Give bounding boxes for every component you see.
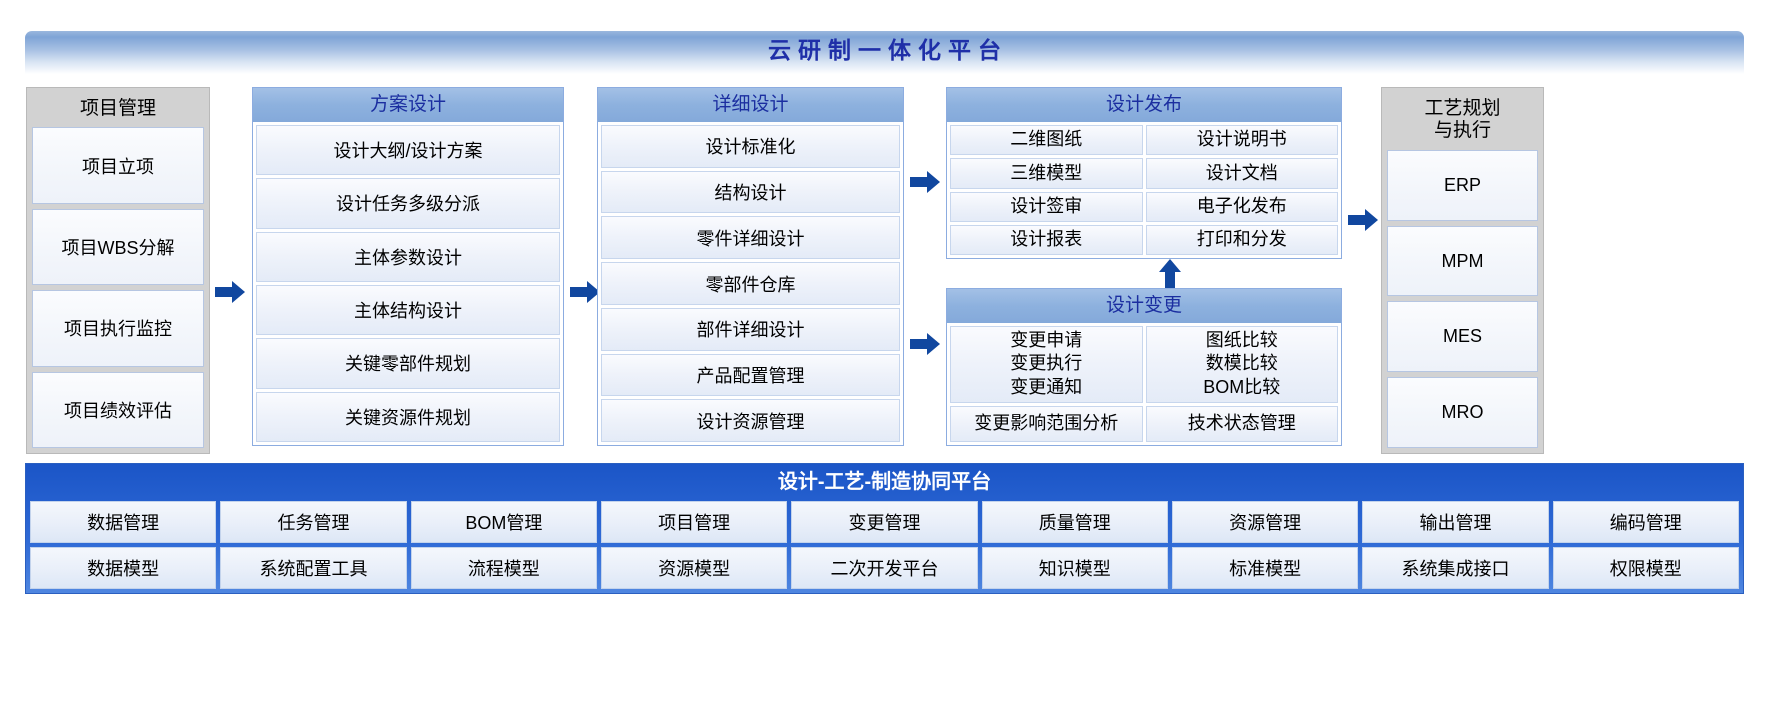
change-row: 变更影响范围分析 技术状态管理 xyxy=(950,405,1338,442)
item-parts-warehouse[interactable]: 零部件仓库 xyxy=(601,262,900,305)
top-banner: 云研制一体化平台 xyxy=(25,31,1744,74)
platform-cell-standard-model[interactable]: 标准模型 xyxy=(1171,547,1359,589)
item-main-parameter-design[interactable]: 主体参数设计 xyxy=(256,231,560,282)
item-main-structure-design[interactable]: 主体结构设计 xyxy=(256,284,560,336)
arrow-shaft xyxy=(1348,215,1366,225)
arrow-detail-to-release xyxy=(910,171,940,193)
platform-cell-system-integration[interactable]: 系统集成接口 xyxy=(1362,547,1549,589)
cell-design-review[interactable]: 设计签审 xyxy=(950,191,1143,222)
platform-cell-permission-model[interactable]: 权限模型 xyxy=(1552,547,1739,589)
platform-cell-coding-management[interactable]: 编码管理 xyxy=(1552,501,1739,543)
arrow-scheme-to-detail xyxy=(570,281,600,303)
platform-cell-resource-model[interactable]: 资源模型 xyxy=(600,547,788,589)
platform-cell-project-management[interactable]: 项目管理 xyxy=(600,501,788,543)
arrow-head xyxy=(927,333,940,355)
item-mro[interactable]: MRO xyxy=(1387,377,1538,448)
arrow-head xyxy=(232,281,245,303)
column-process-planning: 工艺规划 与执行 ERP MPM MES MRO xyxy=(1381,87,1544,454)
block-design-release-body: 二维图纸 设计说明书 三维模型 设计文档 设计签审 电子化发布 设计报表 打印和… xyxy=(947,122,1341,258)
platform-row-management: 数据管理 任务管理 BOM管理 项目管理 变更管理 质量管理 资源管理 输出管理… xyxy=(30,501,1739,543)
item-erp[interactable]: ERP xyxy=(1387,149,1538,221)
cell-change-request-execute-notify[interactable]: 变更申请 变更执行 变更通知 xyxy=(950,326,1143,403)
platform-title: 设计-工艺-制造协同平台 xyxy=(777,471,992,493)
arrow-head xyxy=(587,281,600,303)
release-row: 二维图纸 设计说明书 xyxy=(950,125,1338,156)
column-scheme-design-body: 设计大纲/设计方案 设计任务多级分派 主体参数设计 主体结构设计 关键零部件规划… xyxy=(253,122,563,445)
item-project-performance[interactable]: 项目绩效评估 xyxy=(32,371,204,449)
cell-electronic-release[interactable]: 电子化发布 xyxy=(1145,191,1338,222)
item-design-standardization[interactable]: 设计标准化 xyxy=(601,125,900,168)
cell-print-distribute[interactable]: 打印和分发 xyxy=(1145,224,1338,255)
item-mes[interactable]: MES xyxy=(1387,301,1538,373)
platform-cell-quality-management[interactable]: 质量管理 xyxy=(981,501,1168,543)
platform-cell-data-management[interactable]: 数据管理 xyxy=(30,501,217,543)
cell-2d-drawing[interactable]: 二维图纸 xyxy=(950,125,1143,156)
cell-design-specification[interactable]: 设计说明书 xyxy=(1145,125,1338,156)
platform-cell-bom-management[interactable]: BOM管理 xyxy=(410,501,597,543)
cell-3d-model[interactable]: 三维模型 xyxy=(950,158,1143,189)
column-scheme-design: 方案设计 设计大纲/设计方案 设计任务多级分派 主体参数设计 主体结构设计 关键… xyxy=(252,87,564,446)
arrow-shaft xyxy=(1165,271,1175,289)
arrow-detail-to-change xyxy=(910,333,940,355)
platform-cell-change-management[interactable]: 变更管理 xyxy=(791,501,978,543)
cell-design-document[interactable]: 设计文档 xyxy=(1145,158,1338,189)
platform-cell-resource-management[interactable]: 资源管理 xyxy=(1171,501,1359,543)
item-task-assignment[interactable]: 设计任务多级分派 xyxy=(256,178,560,229)
platform-cell-process-model[interactable]: 流程模型 xyxy=(410,547,597,589)
block-design-change-header: 设计变更 xyxy=(947,289,1341,323)
platform-cell-data-model[interactable]: 数据模型 xyxy=(30,547,217,589)
item-structure-design[interactable]: 结构设计 xyxy=(601,170,900,214)
item-mpm[interactable]: MPM xyxy=(1387,225,1538,297)
arrow-shaft xyxy=(570,287,588,297)
item-key-resource-planning[interactable]: 关键资源件规划 xyxy=(256,391,560,442)
platform-cell-secondary-dev[interactable]: 二次开发平台 xyxy=(791,547,978,589)
block-design-change-body: 变更申请 变更执行 变更通知 图纸比较 数模比较 BOM比较 变更影响范围分析 … xyxy=(947,323,1341,445)
column-project-management: 项目管理 项目立项 项目WBS分解 项目执行监控 项目绩效评估 xyxy=(26,87,210,454)
item-product-configuration[interactable]: 产品配置管理 xyxy=(601,353,900,397)
item-project-wbs[interactable]: 项目WBS分解 xyxy=(32,208,204,286)
arrow-project-to-scheme xyxy=(215,281,245,303)
platform-cell-knowledge-model[interactable]: 知识模型 xyxy=(981,547,1168,589)
cell-technical-state-management[interactable]: 技术状态管理 xyxy=(1145,405,1338,442)
arrow-head xyxy=(1159,259,1181,272)
release-row: 设计报表 打印和分发 xyxy=(950,224,1338,255)
block-design-release-header: 设计发布 xyxy=(947,88,1341,122)
arrow-shaft xyxy=(910,339,928,349)
arrow-shaft xyxy=(215,287,233,297)
arrow-release-to-process xyxy=(1348,209,1378,231)
block-design-release: 设计发布 二维图纸 设计说明书 三维模型 设计文档 设计签审 电子化发布 设计报… xyxy=(946,87,1342,259)
item-part-detail-design[interactable]: 零件详细设计 xyxy=(601,216,900,260)
item-project-initiation[interactable]: 项目立项 xyxy=(32,127,204,204)
item-project-monitoring[interactable]: 项目执行监控 xyxy=(32,290,204,367)
block-design-change: 设计变更 变更申请 变更执行 变更通知 图纸比较 数模比较 BOM比较 变更影响… xyxy=(946,288,1342,446)
column-process-planning-header: 工艺规划 与执行 xyxy=(1424,98,1501,142)
arrow-shaft xyxy=(910,177,928,187)
release-row: 设计签审 电子化发布 xyxy=(950,191,1338,222)
item-design-outline[interactable]: 设计大纲/设计方案 xyxy=(256,125,560,176)
cell-drawing-model-bom-compare[interactable]: 图纸比较 数模比较 BOM比较 xyxy=(1145,326,1338,403)
column-scheme-design-header: 方案设计 xyxy=(253,88,563,122)
column-detail-design-header: 详细设计 xyxy=(598,88,903,122)
cell-change-impact-analysis[interactable]: 变更影响范围分析 xyxy=(950,405,1143,442)
item-component-detail-design[interactable]: 部件详细设计 xyxy=(601,307,900,351)
arrow-head xyxy=(1365,209,1378,231)
column-detail-design: 详细设计 设计标准化 结构设计 零件详细设计 零部件仓库 部件详细设计 产品配置… xyxy=(597,87,904,446)
arrow-head xyxy=(927,171,940,193)
collaboration-platform: 设计-工艺-制造协同平台 数据管理 任务管理 BOM管理 项目管理 变更管理 质… xyxy=(25,463,1744,594)
arrow-change-to-release xyxy=(1159,259,1181,289)
platform-cell-task-management[interactable]: 任务管理 xyxy=(220,501,407,543)
change-row: 变更申请 变更执行 变更通知 图纸比较 数模比较 BOM比较 xyxy=(950,326,1338,403)
page-title: 云研制一体化平台 xyxy=(768,37,1008,63)
platform-cell-system-config-tool[interactable]: 系统配置工具 xyxy=(220,547,407,589)
platform-cell-output-management[interactable]: 输出管理 xyxy=(1362,501,1549,543)
cell-design-report[interactable]: 设计报表 xyxy=(950,224,1143,255)
platform-rows: 数据管理 任务管理 BOM管理 项目管理 变更管理 质量管理 资源管理 输出管理… xyxy=(26,501,1743,593)
release-row: 三维模型 设计文档 xyxy=(950,158,1338,189)
column-project-management-header: 项目管理 xyxy=(79,98,156,119)
item-key-parts-planning[interactable]: 关键零部件规划 xyxy=(256,338,560,389)
item-design-resource-management[interactable]: 设计资源管理 xyxy=(601,399,900,443)
column-detail-design-body: 设计标准化 结构设计 零件详细设计 零部件仓库 部件详细设计 产品配置管理 设计… xyxy=(598,122,903,445)
platform-row-models: 数据模型 系统配置工具 流程模型 资源模型 二次开发平台 知识模型 标准模型 系… xyxy=(30,547,1739,589)
